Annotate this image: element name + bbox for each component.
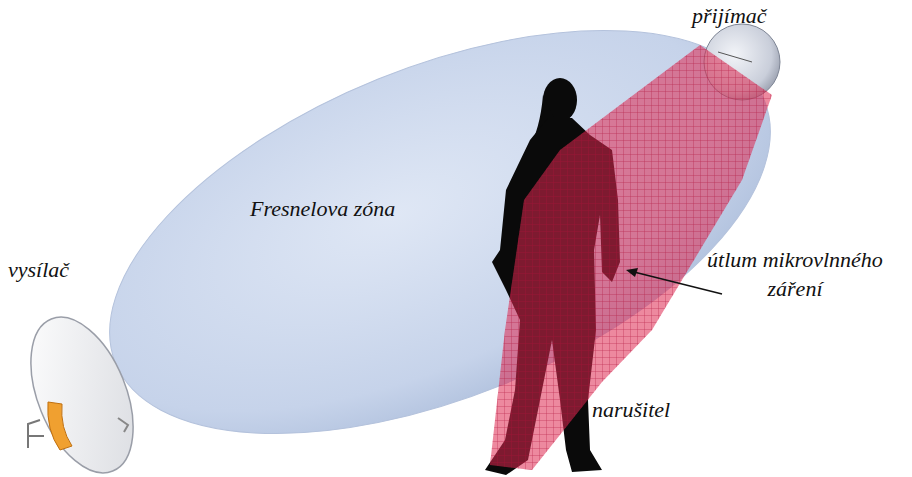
fresnel-ellipse [80,0,800,470]
intruder-label: narušitel [592,396,702,425]
transmitter-label: vysílač [8,256,108,285]
zone-label: Fresnelova zóna [250,196,395,222]
attenuation-label: útlum mikrovlnného záření [690,246,900,303]
fresnel-zone: Fresnelova zóna [80,0,800,470]
receiver-label: přijímač [692,2,802,31]
